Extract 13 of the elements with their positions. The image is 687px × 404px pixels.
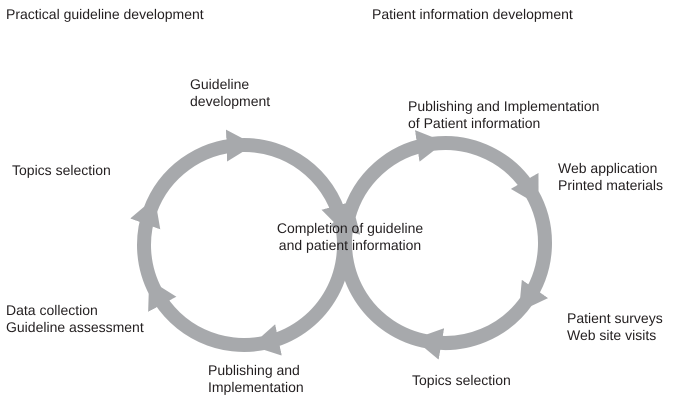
section-heading: Practical guideline development xyxy=(6,6,204,22)
stage-label: Data collection xyxy=(6,302,99,319)
stage-label: Topics selection xyxy=(12,162,112,179)
stage-label: Guideline development xyxy=(190,76,272,110)
stage-label: Topics selection xyxy=(412,372,512,389)
stage-label: Publishing and Implementation of Patient information xyxy=(408,98,600,132)
stage-label: Printed materials xyxy=(558,177,664,194)
section-heading: Patient information development xyxy=(372,6,573,22)
stage-label: Guideline assessment xyxy=(6,319,145,336)
stage-label: Web application xyxy=(558,160,658,177)
stage-label: Web site visits xyxy=(567,327,658,344)
stage-label: Patient surveys xyxy=(567,310,664,327)
stage-label: Publishing and Implementation xyxy=(208,362,305,396)
